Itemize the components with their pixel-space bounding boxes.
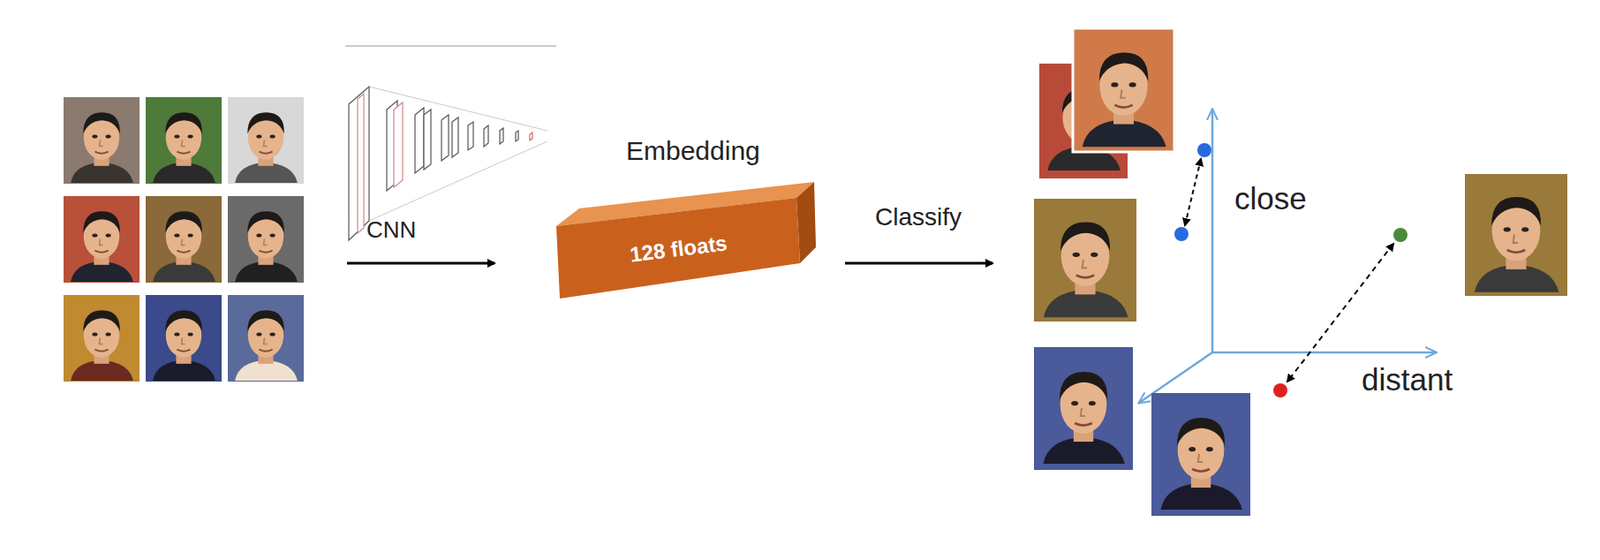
- box-heading: Embedding: [626, 135, 761, 167]
- face-photos: [1033, 28, 1568, 516]
- arrow-label: Classify: [875, 203, 962, 232]
- arrow-label: CNN: [366, 217, 416, 244]
- embedding-box: Embedding128 floats: [547, 130, 822, 308]
- flow-arrow: [845, 262, 993, 265]
- distance-label: distant: [1361, 362, 1453, 398]
- flow-arrow: [347, 262, 495, 265]
- face-grid: [63, 97, 304, 382]
- embedding-axes: [1139, 109, 1436, 403]
- distance-label: close: [1234, 181, 1307, 217]
- distance-markers: [1174, 143, 1408, 398]
- cnn-sketch: [345, 45, 557, 241]
